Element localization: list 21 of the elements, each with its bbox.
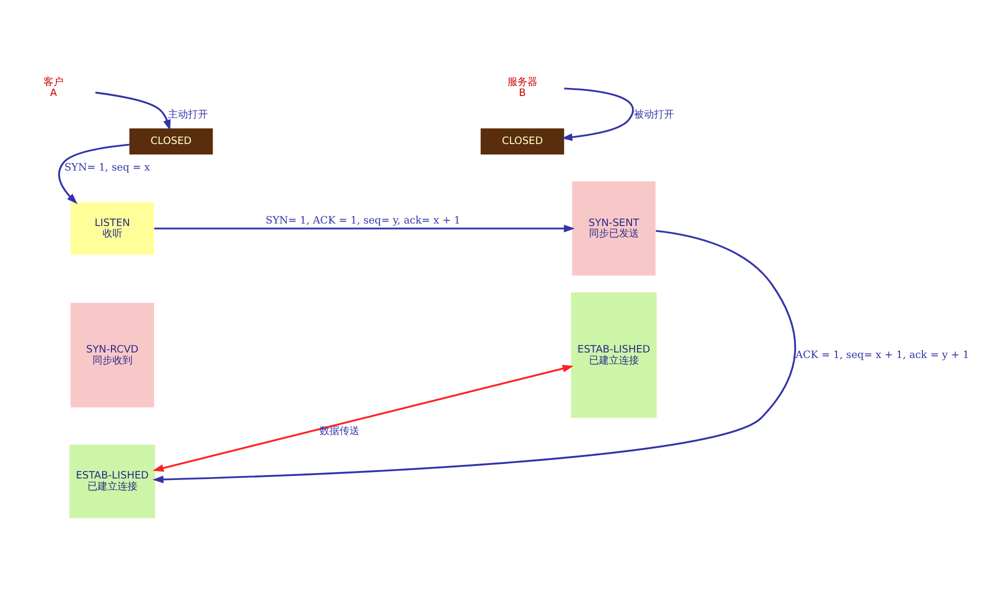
node-text: 客户 A bbox=[44, 76, 64, 98]
edge-label: ACK = 1, seq= x + 1, ack = y + 1 bbox=[796, 349, 970, 360]
arrow bbox=[561, 87, 634, 140]
node-box: ESTAB-LISHED 已建立连接 bbox=[571, 292, 657, 418]
node-box: CLOSED bbox=[129, 128, 213, 154]
edge-label: 数据传送 bbox=[319, 426, 360, 437]
node-box: CLOSED bbox=[480, 128, 564, 154]
arrow bbox=[58, 143, 130, 204]
edge-label: 主动打开 bbox=[168, 109, 208, 120]
node-box: SYN-RCVD 同步收到 bbox=[70, 302, 154, 407]
arrow bbox=[152, 230, 796, 483]
arrow bbox=[152, 364, 574, 472]
arrow bbox=[154, 224, 575, 232]
edge-label: SYN= 1, seq = x bbox=[64, 162, 150, 174]
node-box: LISTEN 收听 bbox=[70, 202, 154, 254]
node-text: 服务器 B bbox=[507, 76, 538, 98]
edge-label: 被动打开 bbox=[634, 109, 674, 120]
edge-label: SYN= 1, ACK = 1, seq= y, ack= x + 1 bbox=[266, 215, 461, 226]
node-box: ESTAB-LISHED 已建立连接 bbox=[70, 444, 156, 518]
node-box: SYN-SENT 同步已发送 bbox=[572, 180, 656, 276]
arrow bbox=[95, 91, 171, 130]
